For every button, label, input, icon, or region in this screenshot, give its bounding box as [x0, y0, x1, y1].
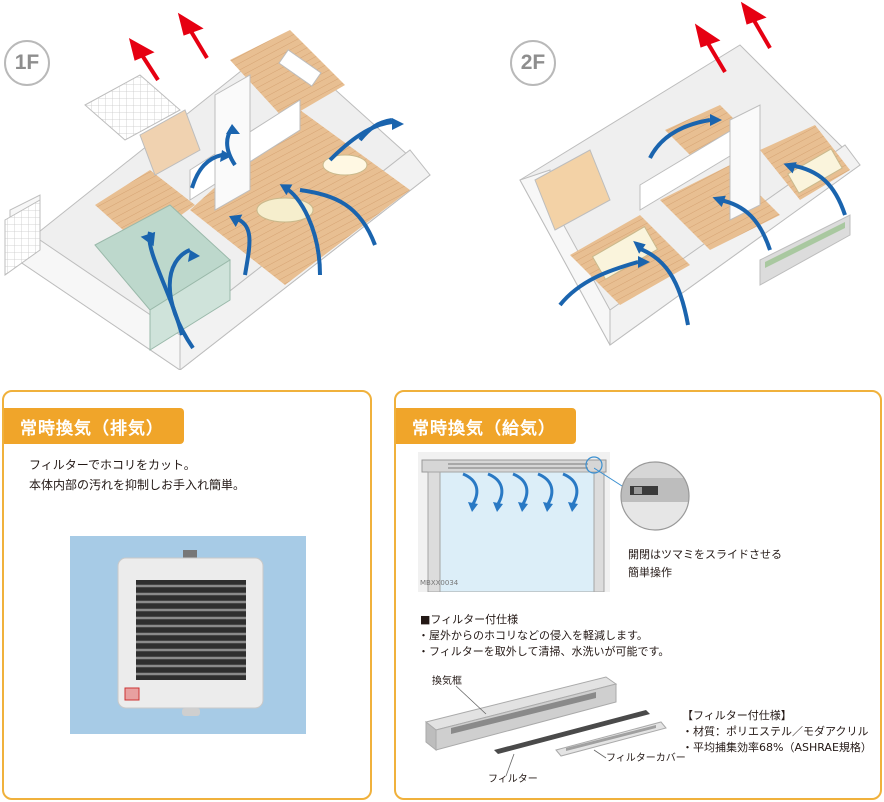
floor-badge-2f: 2F: [510, 40, 556, 86]
exhaust-panel-title: 常時換気（排気）: [4, 408, 184, 444]
bathroom-tiles: [84, 74, 181, 141]
kitchen-counter: [278, 49, 322, 87]
tatami-wall: [149, 259, 231, 351]
window-vent-illustration: [418, 452, 610, 592]
vent-frame: [424, 676, 618, 752]
exhaust-arrow-icon: [694, 1, 772, 74]
deck: [4, 199, 41, 276]
staircase: [139, 109, 201, 176]
filter-cover: [555, 721, 667, 757]
exhaust-fan-photo: [70, 536, 306, 734]
intake-arrow-icon: [140, 118, 404, 262]
filter-point2: ・フィルターを取外して清掃、水洗いが可能です。: [418, 645, 670, 658]
partition-wall: [729, 104, 761, 221]
intake-arrow-icon: [462, 472, 579, 505]
floor-label: 2F: [520, 51, 546, 74]
exhaust-arrow-icon: [128, 12, 209, 82]
label-frame: 換気框: [432, 676, 462, 687]
exhaust-panel: 常時換気（排気） フィルターでホコリをカット。 本体内部の汚れを抑制しお手入れ簡…: [2, 390, 372, 800]
window-code: MBXX0034: [420, 579, 459, 587]
label-filter-cover: フィルターカバー: [606, 753, 686, 764]
slide-knob-detail: [620, 461, 690, 531]
closet: [534, 149, 611, 231]
spec-efficiency: ・平均捕集効率68%（ASHRAE規格）: [682, 741, 872, 754]
exhaust-description-line1: フィルターでホコリをカット。: [29, 458, 196, 472]
living-wood-floor: [190, 110, 410, 285]
spec-material: ・材質：ポリエステル／モダアクリル: [682, 725, 869, 738]
label-filter: フィルター: [488, 774, 538, 785]
slide-note-line2: 簡単操作: [628, 566, 672, 579]
floor-badge-1f: 1F: [4, 40, 50, 86]
callout-line: [594, 467, 623, 487]
hall-wood-floor: [95, 170, 195, 245]
bed: [787, 148, 843, 194]
filter-parts-illustration: [424, 676, 667, 777]
balcony-green: [765, 222, 845, 268]
exhaust-description-line2: 本体内部の汚れを抑制しお手入れ簡単。: [29, 478, 246, 492]
supply-panel-title: 常時換気（給気）: [396, 408, 576, 444]
intake-arrow-icon: [633, 114, 797, 268]
exhaust-fan-unit: [117, 550, 264, 716]
supply-panel: 常時換気（給気） MBXX0034: [394, 390, 882, 800]
floorplan-1f-illustration: [4, 12, 431, 370]
floor-label: 1F: [14, 51, 40, 74]
hall-wood-floor: [665, 105, 750, 160]
spec-heading: 【フィルター付仕様】: [682, 709, 792, 722]
filter-heading: ■フィルター付仕様: [420, 613, 519, 626]
filter-strip: [494, 710, 650, 754]
floorplan-2f-illustration: [519, 1, 861, 346]
table: [322, 154, 368, 176]
slide-note-line1: 開閉はツマミをスライドさせる: [628, 548, 782, 561]
filter-point1: ・屋外からのホコリなどの侵入を軽減します。: [418, 629, 648, 642]
kitchen-wood-floor: [230, 30, 345, 120]
intake-arrow-icon: [468, 502, 578, 512]
intake-arrow-icon: [558, 118, 847, 326]
partition-wall: [214, 74, 251, 211]
